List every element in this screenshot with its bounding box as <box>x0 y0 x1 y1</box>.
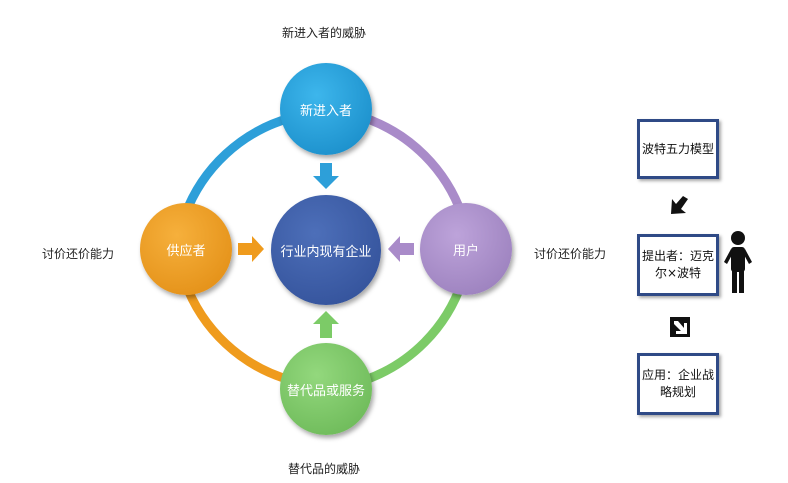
ring-arc-bottom-left <box>180 280 292 385</box>
box-porter-five-forces: 波特五力模型 <box>637 119 719 179</box>
arrow-right-icon <box>238 236 264 262</box>
ring-arc-top-right <box>363 113 467 217</box>
diagonal-arrow-box-icon <box>670 317 690 337</box>
node-buyers-label: 用户 <box>452 243 479 259</box>
node-new-entrants-label: 新进入者 <box>299 103 352 119</box>
box-application: 应用：企业战略规划 <box>637 353 719 415</box>
box-proposer-text: 提出者：迈克尔×波特 <box>642 249 715 280</box>
label-supplier-bargaining: 讨价还价能力 <box>42 247 115 261</box>
arrow-left-icon <box>388 236 414 262</box>
box-proposer: 提出者：迈克尔×波特 <box>637 234 719 296</box>
node-buyers: 用户 <box>420 203 512 295</box>
arrow-down-icon <box>313 163 339 189</box>
node-new-entrants: 新进入者 <box>280 63 372 155</box>
node-substitutes-label: 替代品或服务 <box>286 383 365 399</box>
box-application-text: 应用：企业战略规划 <box>642 368 715 399</box>
node-industry-rivals: 行业内现有企业 <box>271 195 381 305</box>
person-icon <box>724 231 752 293</box>
ring-arc-top-left <box>180 113 292 217</box>
ring-arc-bottom-right <box>363 280 467 385</box>
box-porter-five-forces-text: 波特五力模型 <box>642 141 715 156</box>
label-buyer-bargaining: 讨价还价能力 <box>534 247 607 261</box>
node-industry-rivals-label: 行业内现有企业 <box>280 244 372 260</box>
node-suppliers: 供应者 <box>140 203 232 295</box>
node-suppliers-label: 供应者 <box>166 243 206 259</box>
arrow-up-icon <box>313 311 339 338</box>
diagonal-arrow-icon <box>668 195 692 216</box>
label-threat-new-entrants: 新进入者的威胁 <box>282 26 367 40</box>
node-substitutes: 替代品或服务 <box>280 343 372 435</box>
label-threat-substitutes: 替代品的威胁 <box>288 462 361 476</box>
